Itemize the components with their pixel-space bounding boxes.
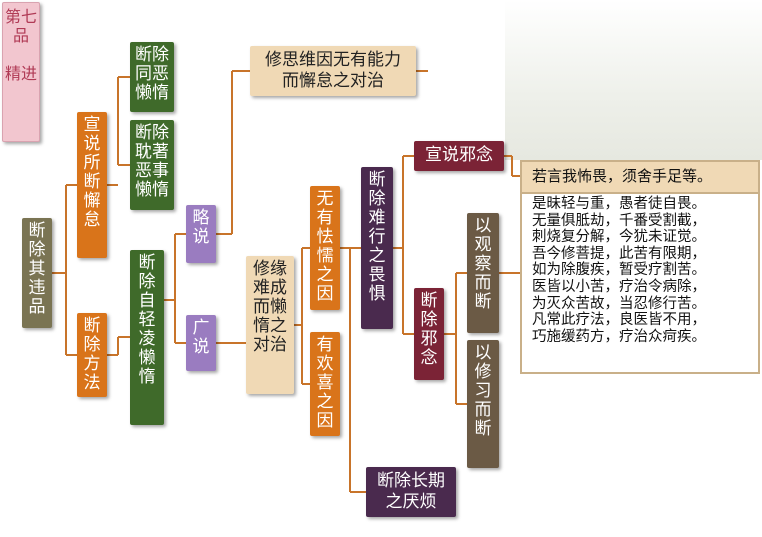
node-method: 断 除 方 法 xyxy=(77,313,107,397)
node-difficult: 断 除 难 行 之 畏 惧 xyxy=(361,167,393,329)
verse-line: 巧施缓药方，疗治众疴疾。 xyxy=(532,328,706,345)
node-brief: 略 说 xyxy=(186,205,216,263)
node-cultivate: 修缘 难成 而懒 惰之 对治 xyxy=(246,256,294,394)
node-lazy3: 断 除 自 轻 凌 懒 惰 xyxy=(130,250,164,425)
node-practice: 以 修 习 而 断 xyxy=(467,340,499,468)
node-longterm: 断除长期 之厌烦 xyxy=(366,467,456,517)
verse-line: 凡常此疗法，良医皆不用， xyxy=(532,312,706,329)
verse-box: 是昧轻与重，愚者徒自畏。无量俱胝劫，千番受割截，刺烧复分解，今犹未证觉。吾今修菩… xyxy=(520,194,760,374)
node-removeevil: 断 除 邪 念 xyxy=(414,288,444,380)
node-lazy2: 断除 耽著 恶事 懒惰 xyxy=(130,120,174,210)
node-joy: 有 欢 喜 之 因 xyxy=(310,332,340,436)
verse-line: 无量俱胝劫，千番受割截， xyxy=(532,212,706,229)
verse-line: 如为除腹疾，暂受疗割苦。 xyxy=(532,262,706,279)
node-root: 断 除 其 违 品 xyxy=(22,218,52,328)
quote-box: 若言我怖畏，须舍手足等。 xyxy=(520,160,760,194)
verse-line: 是昧轻与重，愚者徒自畏。 xyxy=(532,196,706,212)
node-evilthought: 宣说邪念 xyxy=(414,141,504,171)
node-lazy1: 断除 同恶 懒惰 xyxy=(130,42,174,112)
node-observe: 以 观 察 而 断 xyxy=(467,213,499,333)
background-photo xyxy=(505,0,762,160)
verse-line: 为灭众苦故，当忍修行苦。 xyxy=(532,295,706,312)
verse-line: 刺烧复分解，今犹未证觉。 xyxy=(532,229,706,246)
verse-line: 吾今修菩提，此苦有限期， xyxy=(532,245,706,262)
node-nofear: 无 有 怯 懦 之 因 xyxy=(310,186,340,310)
node-declare: 宣 说 所 断 懈 怠 xyxy=(77,112,107,258)
chapter-title: 第七品 精进 xyxy=(2,2,40,142)
node-ability: 修思维因无有能力 而懈怠之对治 xyxy=(250,46,416,96)
node-broad: 广 说 xyxy=(186,315,216,371)
verse-line: 医皆以小苦，疗治令病除， xyxy=(532,278,706,295)
